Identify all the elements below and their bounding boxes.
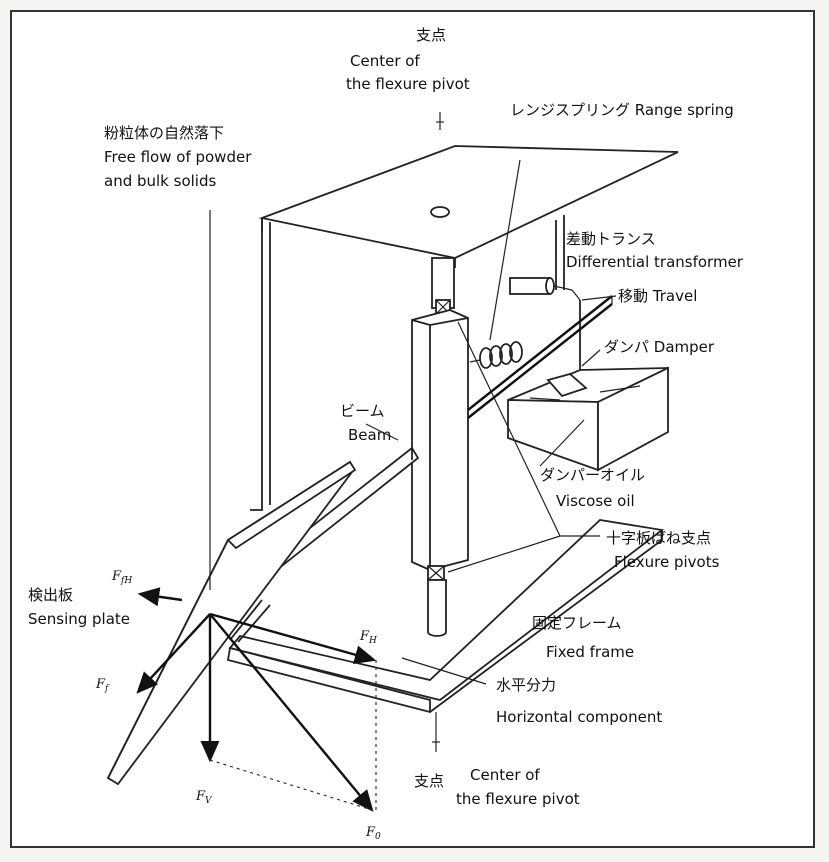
f0-arrow [209, 613, 374, 812]
leader-lines [365, 159, 617, 685]
force-label-ffh: FfH [111, 569, 132, 586]
pivot-bottom-en-2: the flexure pivot [456, 790, 580, 808]
travel-label: 移動 Travel [618, 287, 697, 305]
pivot-top-en-2: the flexure pivot [346, 75, 470, 93]
pivot-bottom-jp: 支点 [414, 772, 444, 790]
force-label-fv: FV [195, 789, 213, 806]
horizontal-jp: 水平分力 [496, 676, 556, 694]
free-flow-en-1: Free flow of powder [104, 148, 252, 166]
pivot-column [411, 257, 469, 637]
damper-vane [546, 373, 588, 398]
force-label-ff: Ff [95, 677, 110, 694]
range-spring [469, 341, 523, 369]
horizontal-en: Horizontal component [496, 708, 662, 726]
flexure-pivots-jp: 十字板ばね支点 [606, 529, 711, 547]
pivot-top-jp: 支点 [416, 26, 446, 44]
ff-arrow [136, 613, 211, 694]
top-pivot-hole [430, 206, 450, 218]
bottom-pivot-axis [432, 712, 440, 752]
damper-oil-jp: ダンパーオイル [540, 466, 645, 484]
damper-box [507, 366, 669, 472]
labels: 支点 Center of the flexure pivot レンジスプリング … [28, 26, 744, 842]
damper-rod [467, 295, 613, 419]
force-label-fh: FH [359, 629, 377, 646]
flexure-pivots-en: Flexure pivots [614, 553, 720, 571]
damper-label: ダンパ Damper [604, 338, 715, 356]
fixed-frame-top [258, 145, 679, 268]
fixed-frame-bottom [226, 519, 665, 714]
ffh-arrow [137, 587, 183, 607]
pivot-top-en-1: Center of [350, 52, 420, 70]
diff-transformer-en: Differential transformer [566, 253, 744, 271]
sensing-plate-en: Sensing plate [28, 610, 130, 628]
fixed-frame-en: Fixed frame [546, 643, 634, 661]
fixed-frame-back [250, 218, 271, 511]
diff-transformer-jp: 差動トランス [566, 230, 656, 248]
sensing-plate-jp: 検出板 [28, 586, 73, 604]
damper-oil-en: Viscose oil [556, 492, 635, 510]
beam-jp: ビーム [340, 402, 385, 420]
fh-arrow [209, 612, 377, 665]
free-flow-en-2: and bulk solids [104, 172, 216, 190]
pivot-bottom-en-1: Center of [470, 766, 540, 784]
force-label-f0: F0 [365, 825, 381, 842]
fixed-frame-jp: 固定フレーム [532, 614, 622, 632]
range-spring-label: レンジスプリング Range spring [510, 101, 734, 119]
beam-en: Beam [348, 426, 391, 444]
differential-transformer [509, 277, 581, 301]
top-pivot-axis [436, 112, 444, 130]
sensing-plate [106, 460, 357, 786]
free-flow-jp: 粉粒体の自然落下 [104, 124, 224, 142]
force-vectors [136, 587, 377, 812]
